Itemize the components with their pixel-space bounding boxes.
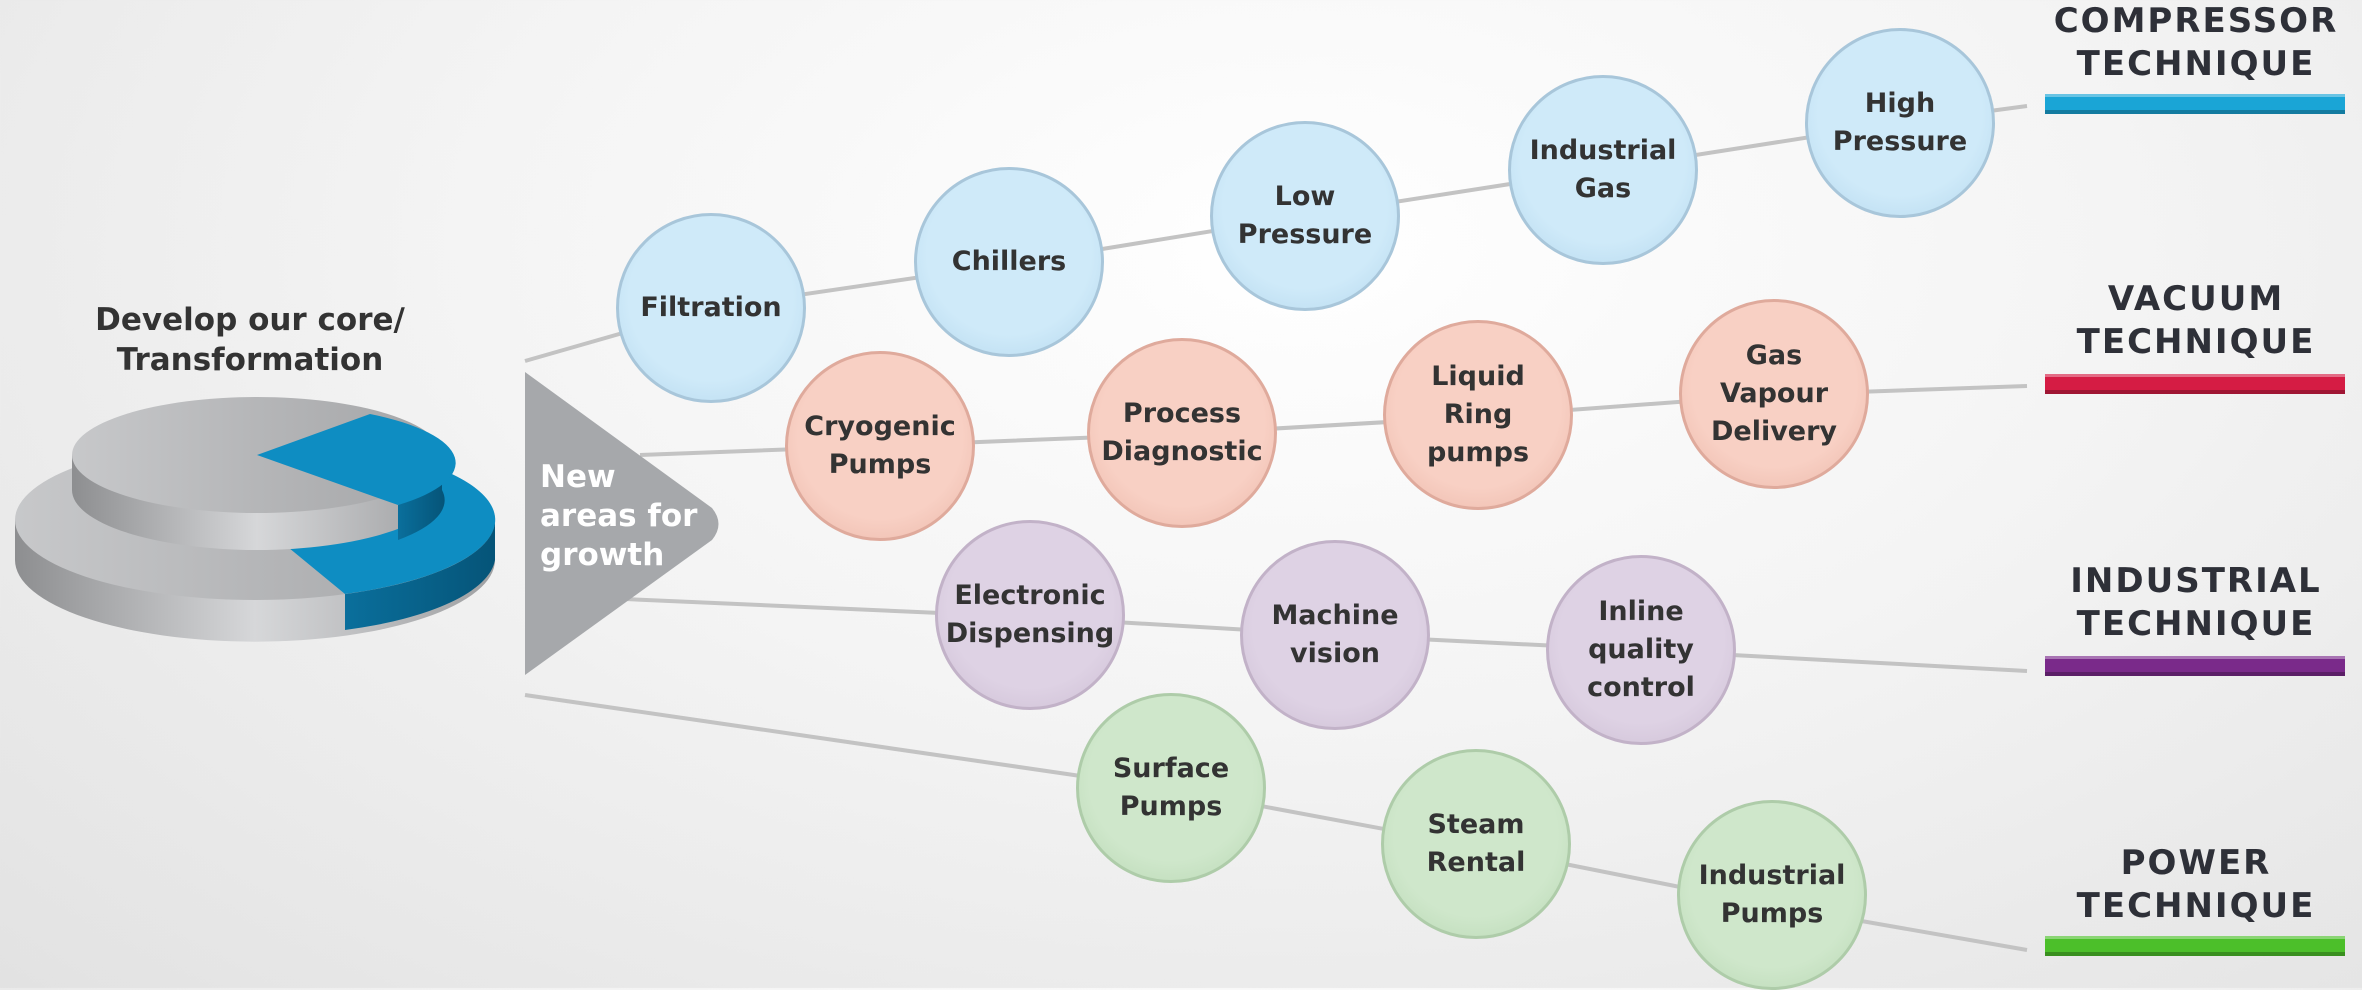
node-filtration[interactable]: Filtration [616, 213, 806, 403]
node-industrial-pumps[interactable]: Industrial Pumps [1677, 800, 1867, 990]
label-industrial-technique: INDUSTRIAL TECHNIQUE [2070, 561, 2322, 644]
node-low-pressure[interactable]: Low Pressure [1210, 121, 1400, 311]
node-chillers[interactable]: Chillers [914, 167, 1104, 357]
core-title: Develop our core/ Transformation [95, 302, 405, 379]
node-electronic-dispensing[interactable]: Electronic Dispensing [935, 520, 1125, 710]
node-cryogenic-pumps[interactable]: Cryogenic Pumps [785, 351, 975, 541]
node-process-diagnostic[interactable]: Process Diagnostic [1087, 338, 1277, 528]
bar-industrial-technique [2045, 656, 2345, 676]
node-liquid-ring-pumps[interactable]: Liquid Ring pumps [1383, 320, 1573, 510]
node-machine-vision[interactable]: Machine vision [1240, 540, 1430, 730]
growth-arrow [525, 372, 719, 675]
node-high-pressure[interactable]: High Pressure [1805, 28, 1995, 218]
label-power-technique: POWER TECHNIQUE [2076, 843, 2316, 926]
upper-disc-blue-slice [257, 414, 456, 505]
label-compressor-technique: COMPRESSOR TECHNIQUE [2053, 1, 2339, 84]
bar-power-technique [2045, 936, 2345, 956]
node-gas-vapour-delivery[interactable]: Gas Vapour Delivery [1679, 299, 1869, 489]
node-steam-rental[interactable]: Steam Rental [1381, 749, 1571, 939]
label-vacuum-technique: VACUUM TECHNIQUE [2076, 279, 2316, 362]
bar-vacuum-technique [2045, 374, 2345, 394]
core-pie-chart [15, 397, 496, 642]
node-industrial-gas[interactable]: Industrial Gas [1508, 75, 1698, 265]
node-inline-quality-control[interactable]: Inline quality control [1546, 555, 1736, 745]
node-surface-pumps[interactable]: Surface Pumps [1076, 693, 1266, 883]
growth-label: New areas for growth [540, 459, 698, 573]
bar-compressor-technique [2045, 94, 2345, 114]
upper-disc-blue-side [398, 455, 445, 540]
